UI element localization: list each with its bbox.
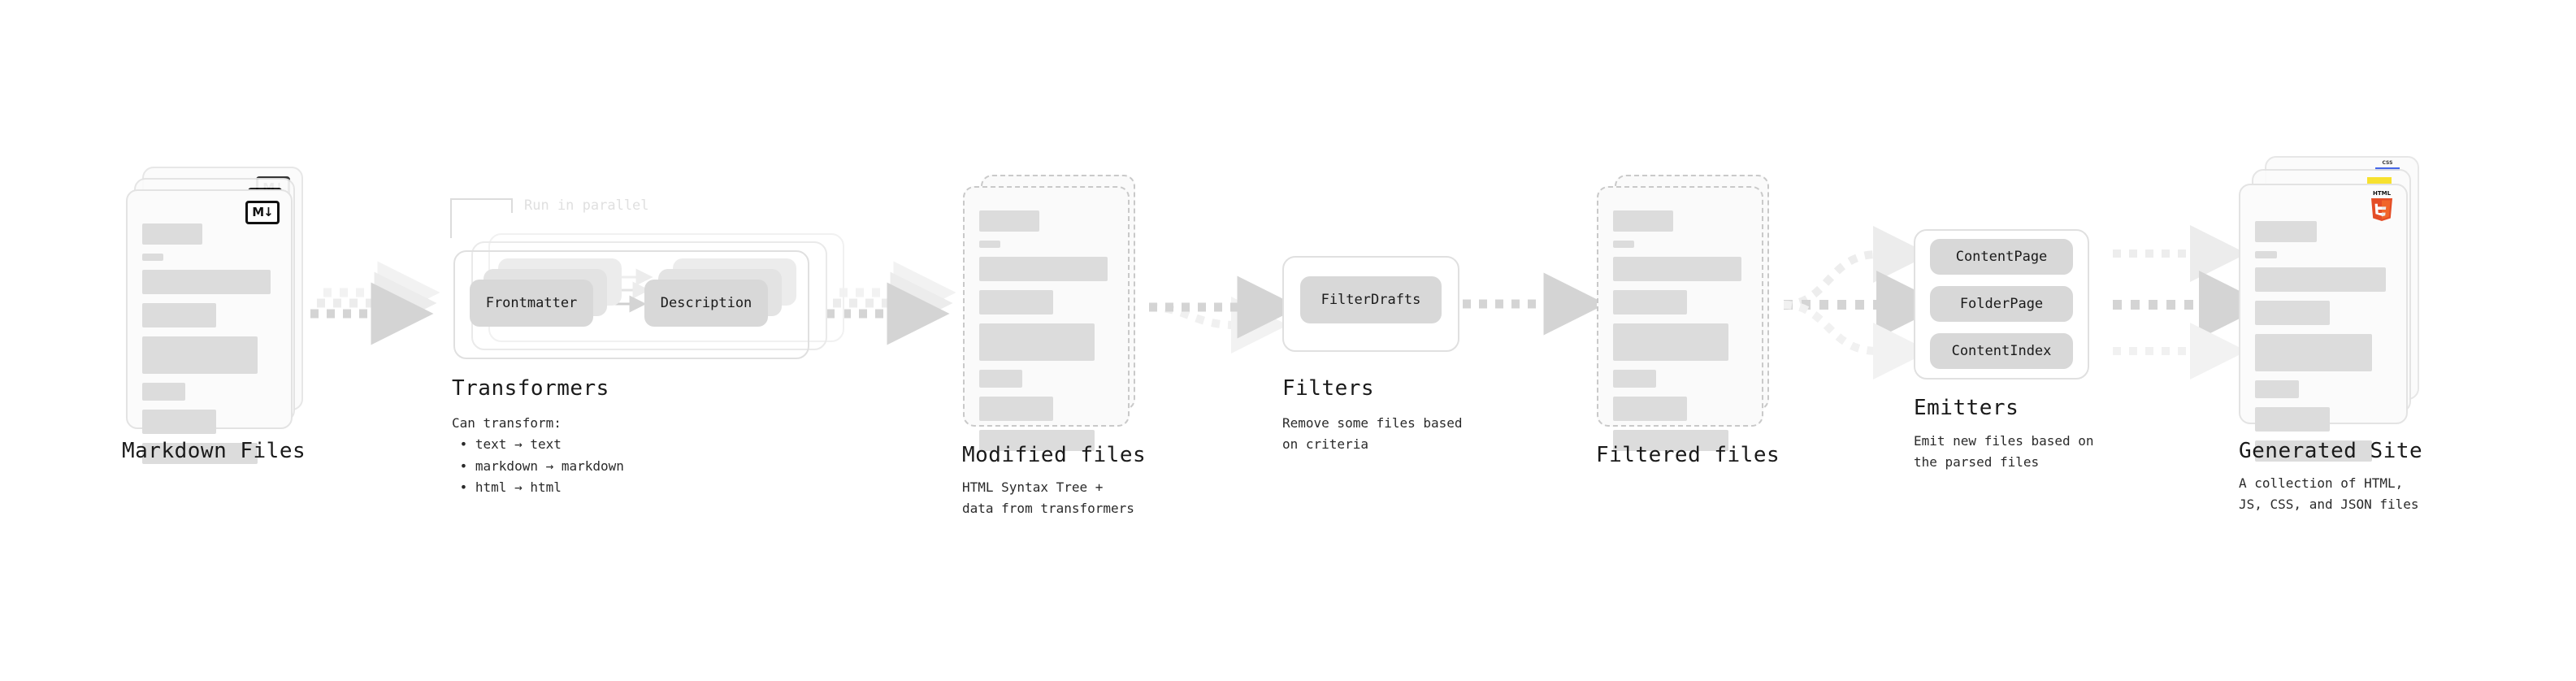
stage-title-filters: Filters xyxy=(1282,376,1375,401)
stage-filtered-files: Filtered files xyxy=(1596,175,1784,467)
chip-folderpage[interactable]: FolderPage xyxy=(1930,286,2073,322)
arrow-markdown-to-transformers xyxy=(310,261,440,345)
markdown-doc-stack: M↓ M↓ M↓ xyxy=(126,167,317,464)
stage-description-filters: Remove some files based on criteria xyxy=(1282,415,1463,453)
chip-contentpage[interactable]: ContentPage xyxy=(1930,239,2073,275)
markdown-doc-front: M↓ xyxy=(126,189,293,464)
stage-description-transformers: Can transform: • text → text • markdown … xyxy=(452,415,624,496)
stage-modified-files: Modified files HTML Syntax Tree + data f… xyxy=(962,175,1150,516)
arrow-filtered-to-emitters xyxy=(1783,226,1945,380)
markdown-badge: M↓ xyxy=(245,201,280,224)
generated-doc-front: HTML xyxy=(2239,184,2408,462)
run-in-parallel-label: Run in parallel xyxy=(524,197,649,214)
stage-title-modified-files: Modified files xyxy=(962,443,1147,467)
doc-placeholder-lines xyxy=(1613,210,1747,460)
transformers-group-front xyxy=(453,250,809,359)
chip-frontmatter[interactable]: Frontmatter xyxy=(470,280,593,327)
chip-contentindex[interactable]: ContentIndex xyxy=(1930,333,2073,369)
stage-description-emitters: Emit new files based on the parsed files xyxy=(1914,433,2094,471)
filtered-doc-front xyxy=(1597,186,1763,451)
stage-description-modified-files: HTML Syntax Tree + data from transformer… xyxy=(962,479,1134,517)
svg-text:HTML: HTML xyxy=(2373,190,2392,197)
chip-filterdrafts[interactable]: FilterDrafts xyxy=(1300,276,1442,323)
arrow-emitters-to-site xyxy=(2113,225,2267,380)
doc-placeholder-lines xyxy=(979,210,1113,460)
arrow-modified-to-filters xyxy=(1148,275,1300,354)
modified-doc-stack xyxy=(963,175,1150,451)
doc-placeholder-lines xyxy=(2255,221,2392,471)
stage-title-filtered-files: Filtered files xyxy=(1596,443,1780,467)
run-in-parallel-leader xyxy=(450,198,513,238)
stage-title-generated-site: Generated Site xyxy=(2239,439,2423,463)
generated-doc-stack: CSS HTML xyxy=(2239,156,2434,462)
stage-generated-site: CSS HTML xyxy=(2239,156,2434,512)
doc-placeholder-lines xyxy=(142,223,276,473)
stage-title-transformers: Transformers xyxy=(452,376,609,401)
modified-doc-front xyxy=(963,186,1130,451)
css-badge-label: CSS xyxy=(2382,160,2393,166)
chip-description[interactable]: Description xyxy=(644,280,768,327)
filtered-doc-stack xyxy=(1597,175,1784,451)
stage-title-emitters: Emitters xyxy=(1914,396,2019,420)
stage-description-generated-site: A collection of HTML, JS, CSS, and JSON … xyxy=(2239,475,2419,513)
html5-badge: HTML xyxy=(2369,189,2395,221)
stage-title-markdown-files: Markdown Files xyxy=(122,439,306,463)
stage-markdown-files: M↓ M↓ M↓ Markdown Files xyxy=(122,167,317,464)
